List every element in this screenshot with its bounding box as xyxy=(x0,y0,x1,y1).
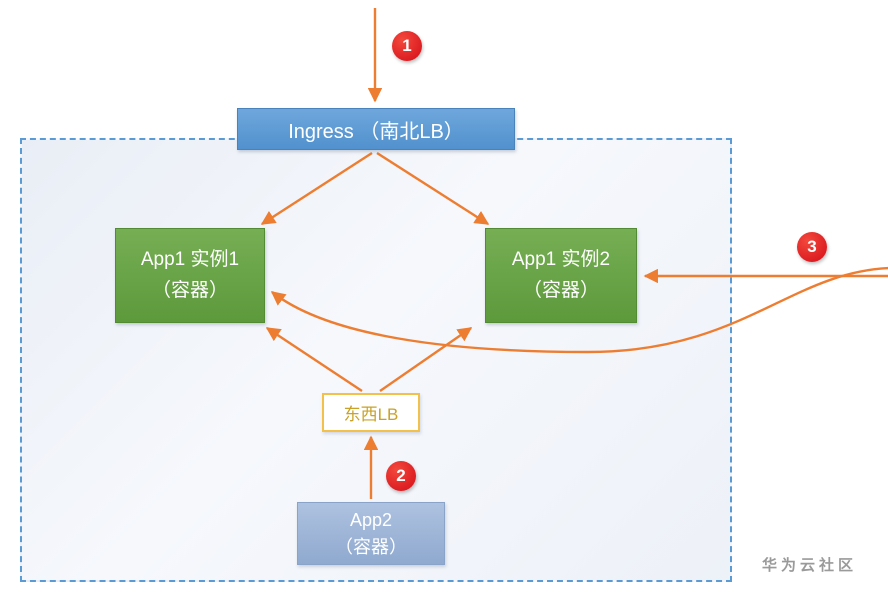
app1-instance1-subtitle: （容器） xyxy=(151,279,228,301)
east-west-lb-node: 东西LB xyxy=(322,393,420,432)
ingress-node: Ingress （南北LB） xyxy=(237,108,515,150)
east-west-lb-label: 东西LB xyxy=(343,405,399,424)
step-badge-2: 2 xyxy=(386,461,416,491)
watermark: 华为云社区 xyxy=(762,557,858,574)
ingress-label: Ingress （南北LB） xyxy=(288,120,464,143)
app2-title: App2 xyxy=(349,510,393,531)
app2-node: App2 （容器） xyxy=(297,502,445,565)
app1-instance2-subtitle: （容器） xyxy=(522,279,599,301)
app1-instance1-node: App1 实例1 （容器） xyxy=(115,228,265,323)
app2-subtitle: （容器） xyxy=(335,536,407,557)
app1-instance1-title: App1 实例1 xyxy=(140,249,240,271)
step-badge-1: 1 xyxy=(392,31,422,61)
app1-instance2-title: App1 实例2 xyxy=(511,249,611,271)
app1-instance2-node: App1 实例2 （容器） xyxy=(485,228,637,323)
step-badge-3: 3 xyxy=(797,232,827,262)
